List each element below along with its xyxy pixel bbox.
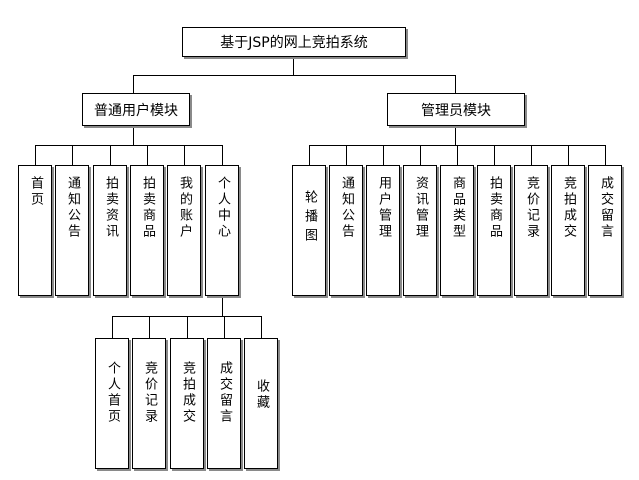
user-node-auction-news: 拍卖资讯 [93, 165, 127, 296]
node-label: 我的账户 [177, 176, 192, 240]
admin-node-notice: 通知公告 [329, 165, 363, 296]
admin-node-deal-messages: 成交留言 [588, 165, 622, 296]
node-label: 成交留言 [598, 176, 613, 240]
module-user-label: 普通用户模块 [94, 102, 178, 119]
node-label: 成交留言 [217, 361, 232, 425]
user-node-home: 首页 [18, 165, 52, 296]
node-label: 拍卖资讯 [103, 176, 118, 240]
root-node: 基于JSP的网上竞拍系统 [182, 27, 406, 57]
node-label: 首页 [28, 176, 43, 208]
root-label: 基于JSP的网上竞拍系统 [220, 35, 368, 51]
admin-node-carousel: 轮播图 [292, 165, 326, 296]
pc-node-deal-messages: 成交留言 [207, 338, 241, 469]
node-label: 通知公告 [339, 176, 354, 240]
admin-node-news-management: 资讯管理 [403, 165, 437, 296]
admin-node-goods-type: 商品类型 [440, 165, 474, 296]
node-label: 个人首页 [105, 361, 120, 425]
node-label: 竞价记录 [142, 361, 157, 425]
module-user: 普通用户模块 [82, 93, 190, 126]
user-node-notice: 通知公告 [55, 165, 89, 296]
node-label: 个人中心 [215, 176, 230, 240]
admin-node-auction-deals: 竞拍成交 [551, 165, 585, 296]
pc-node-personal-home: 个人首页 [95, 338, 129, 469]
node-label: 资讯管理 [413, 176, 428, 240]
admin-node-user-management: 用户管理 [366, 165, 400, 296]
node-label: 竞拍成交 [180, 361, 195, 425]
node-label: 轮播图 [302, 190, 317, 247]
user-node-auction-goods: 拍卖商品 [130, 165, 164, 296]
module-admin: 管理员模块 [387, 93, 525, 126]
node-label: 拍卖商品 [140, 176, 155, 240]
node-label: 商品类型 [450, 176, 465, 240]
pc-node-bid-records: 竞价记录 [132, 338, 166, 469]
admin-node-auction-goods: 拍卖商品 [477, 165, 511, 296]
node-label: 用户管理 [376, 176, 391, 240]
node-label: 拍卖商品 [487, 176, 502, 240]
user-node-personal-center: 个人中心 [205, 165, 239, 296]
node-label: 通知公告 [65, 176, 80, 240]
module-admin-label: 管理员模块 [421, 102, 491, 119]
pc-node-auction-deals: 竞拍成交 [170, 338, 204, 469]
pc-node-favorites: 收藏 [244, 338, 278, 469]
user-node-my-account: 我的账户 [167, 165, 201, 296]
node-label: 收藏 [254, 379, 269, 411]
node-label: 竞拍成交 [561, 176, 576, 240]
admin-node-bid-records: 竞价记录 [514, 165, 548, 296]
node-label: 竞价记录 [524, 176, 539, 240]
